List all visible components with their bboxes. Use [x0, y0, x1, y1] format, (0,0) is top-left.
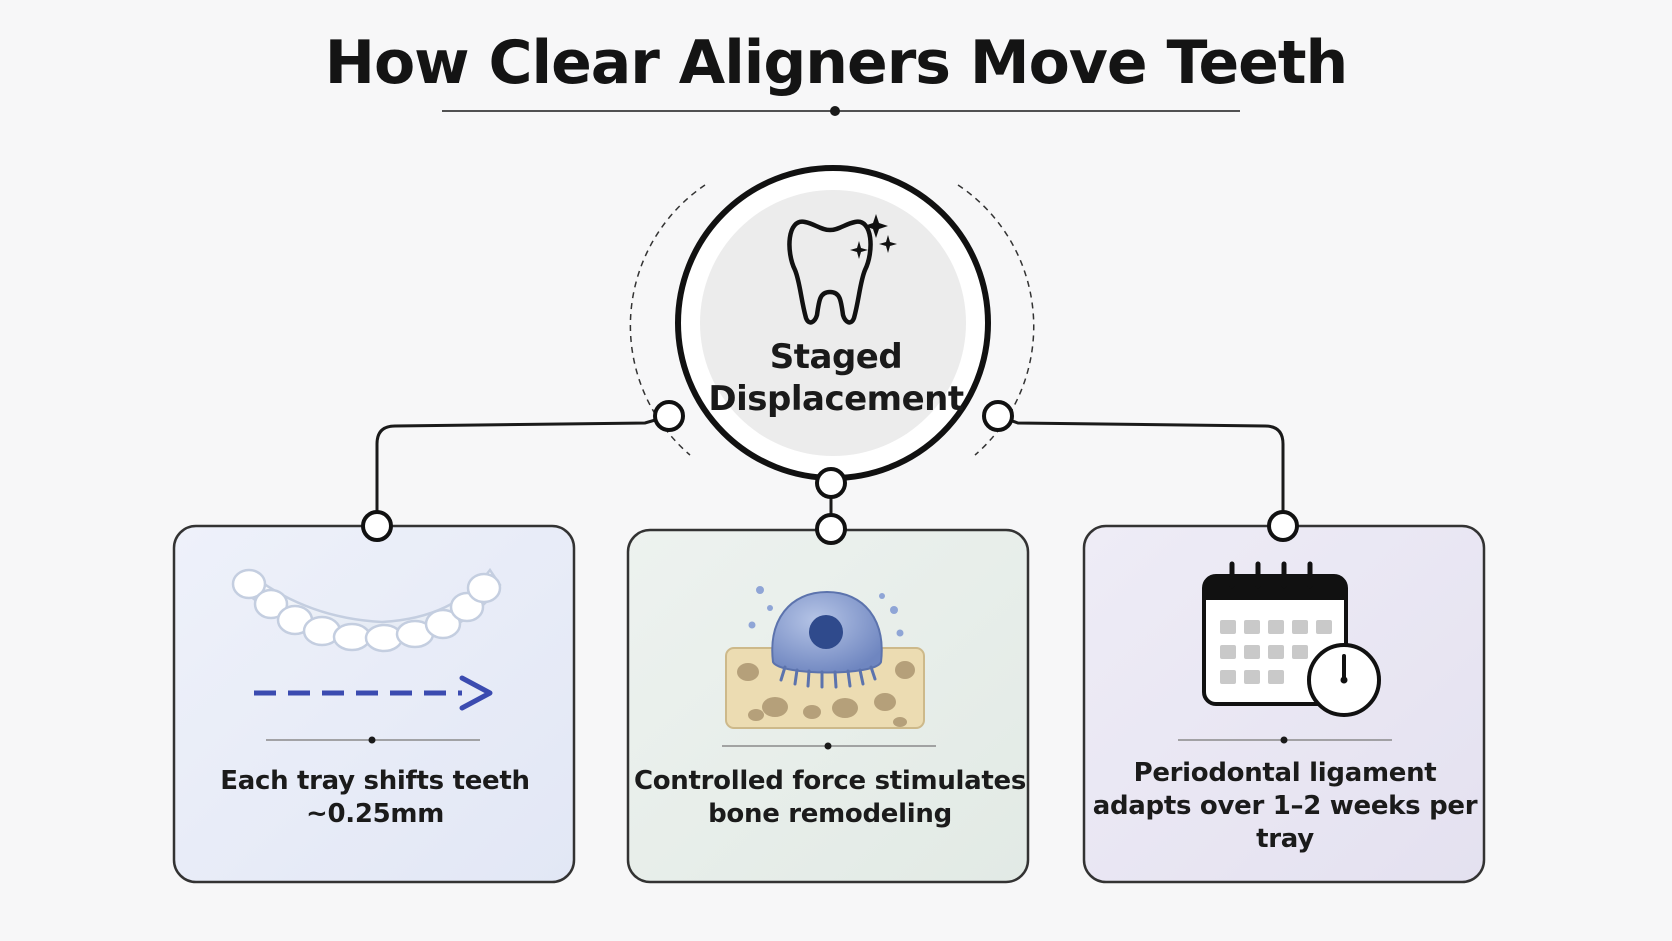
card-1-port	[361, 510, 393, 542]
sparkling-tooth-icon	[787, 214, 897, 325]
shift-arrow-icon	[254, 675, 493, 711]
clear-aligner-tray-icon	[231, 567, 502, 653]
card-1-text: Each tray shifts teeth ~0.25mm	[220, 766, 530, 829]
page-title: How Clear Aligners Move Teeth	[324, 28, 1349, 98]
hub-port-left	[653, 400, 685, 432]
hub-port-right	[982, 400, 1014, 432]
card-2-text: Controlled force stimulates bone remodel…	[633, 766, 1027, 829]
hub-node	[629, 165, 1035, 499]
bone-cell-remodeling-icon	[725, 586, 925, 729]
card-2-port	[815, 513, 847, 545]
card-3-text: Periodontal ligament adapts over 1–2 wee…	[1092, 758, 1478, 854]
title-underline	[442, 106, 1240, 116]
connector-left	[375, 414, 670, 526]
card-3-port	[1267, 510, 1299, 542]
card-2-divider	[722, 742, 936, 750]
hub-port-bottom	[815, 467, 847, 499]
card-tray-shift	[172, 510, 576, 884]
card-3-divider	[1178, 736, 1392, 744]
card-bone-remodeling	[626, 513, 1030, 884]
card-ligament-adaptation	[1082, 510, 1486, 884]
card-1-divider	[266, 736, 480, 744]
connector-right	[997, 414, 1285, 526]
calendar-clock-icon	[1202, 561, 1381, 717]
hub-inner-disc	[700, 190, 966, 456]
hub-label: Staged Displacement	[708, 337, 964, 419]
